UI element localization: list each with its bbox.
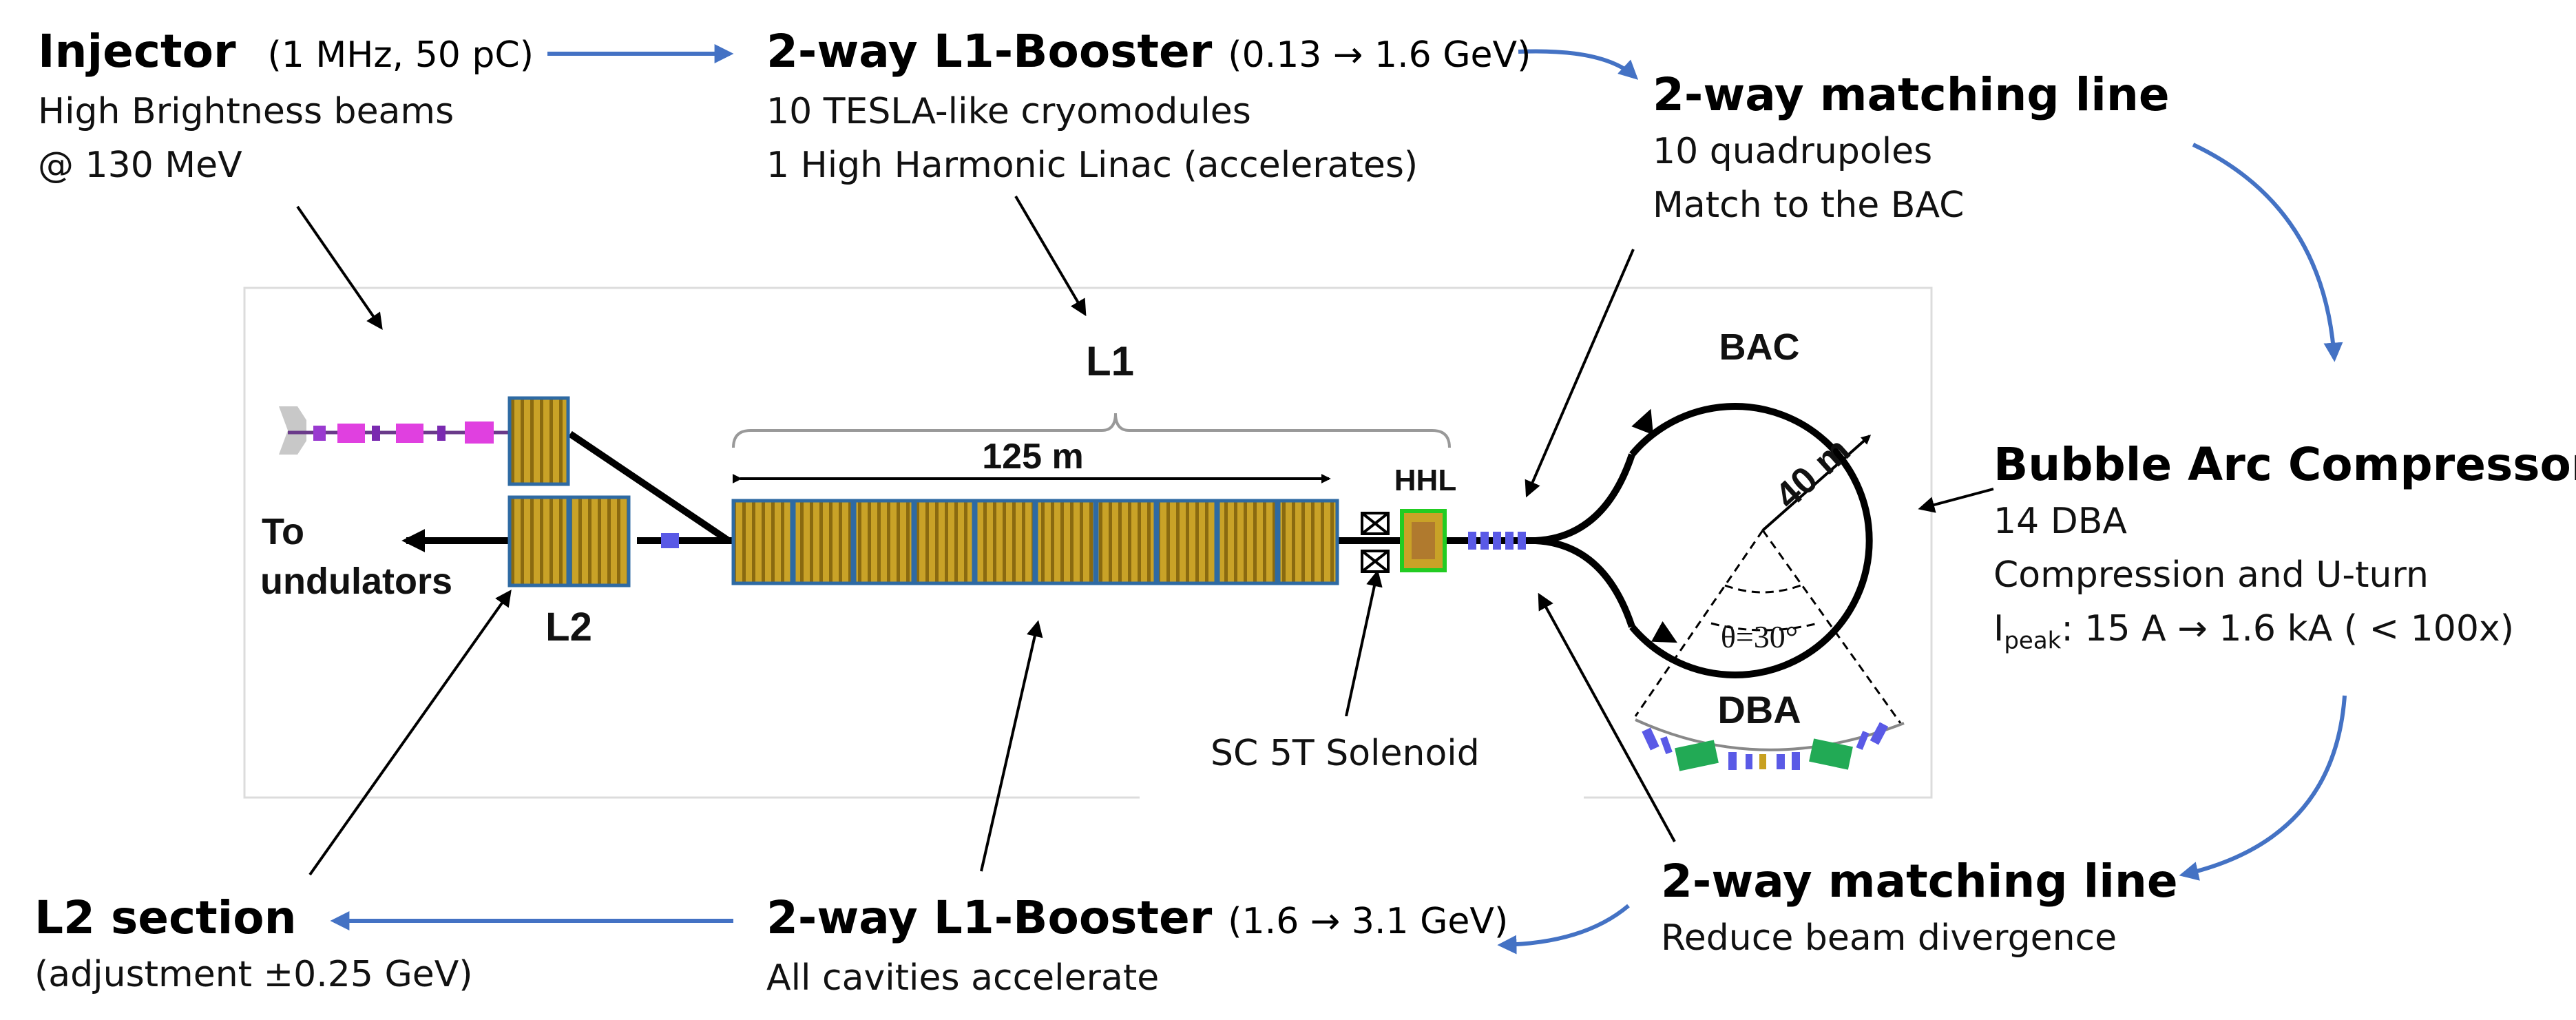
undulators-label: undulators: [260, 561, 452, 602]
pointer-l2: [308, 590, 512, 876]
pointer-matching1: [1525, 249, 1635, 498]
matching1-title: 2-way matching line: [1653, 68, 2170, 121]
pointer-matching2: [1538, 592, 1676, 842]
theta-wedge: [1634, 530, 1902, 724]
theta-label: θ=30°: [1721, 619, 1798, 654]
booster2-params: (1.6 → 3.1 GeV): [1228, 901, 1509, 942]
injector-block: Injector (1 MHz, 50 pC) High Brightness …: [38, 22, 534, 192]
matching2-block: 2-way matching line Reduce beam divergen…: [1661, 852, 2178, 965]
flow-arrow-bac-to-matching2: [2179, 695, 2347, 881]
hhl-inner: [1412, 522, 1435, 559]
booster1-line-2: 1 High Harmonic Linac (accelerates): [766, 145, 1418, 186]
flow-arrow-matching2-to-booster2: [1497, 904, 1630, 955]
flow-arrow-matching-to-bac: [2192, 143, 2343, 362]
pointer-booster2: [980, 620, 1043, 872]
booster2-line-1: All cavities accelerate: [766, 957, 1160, 999]
bac-block: Bubble Arc Compressor 14 DBA Compression…: [1993, 435, 2576, 667]
solenoid-label-box: [1140, 716, 1584, 820]
matching1-line-2: Match to the BAC: [1653, 185, 1965, 226]
injector-merge-line: [568, 430, 731, 544]
dba-cell: [1635, 718, 1905, 771]
solenoid-label: SC 5T Solenoid: [1211, 733, 1480, 774]
dba-label: DBA: [1717, 688, 1801, 731]
injector-beamline: [279, 406, 510, 455]
pointer-injector: [296, 205, 383, 330]
matching1-block: 2-way matching line 10 quadrupoles Match…: [1653, 65, 2170, 232]
l1-brace: [732, 413, 1451, 448]
matching1-line-1: 10 quadrupoles: [1653, 131, 1933, 172]
l2section-block: L2 section (adjustment ±0.25 GeV): [34, 888, 473, 1001]
length-label: 125 m: [982, 437, 1083, 477]
ipeak-symbol: I: [1993, 608, 2004, 649]
ipeak-text: : 15 A → 1.6 kA ( < 100x): [2061, 608, 2514, 649]
injector-cryomodule: [507, 396, 570, 486]
solenoid-symbols: [1361, 512, 1390, 573]
l2-label: L2: [545, 605, 592, 649]
l1-label: L1: [1086, 338, 1134, 384]
matching-quads: [1468, 532, 1526, 550]
pointer-bac: [1918, 488, 1994, 513]
ipeak-sub: peak: [2004, 627, 2062, 655]
injector-params: (1 MHz, 50 pC): [267, 34, 534, 76]
bac-ipeak: Ipeak: 15 A → 1.6 kA ( < 100x): [1993, 602, 2576, 667]
booster2-title: 2-way L1-Booster: [766, 891, 1213, 944]
booster1-block: 2-way L1-Booster (0.13 → 1.6 GeV) 10 TES…: [766, 22, 1531, 192]
booster1-line-1: 10 TESLA-like cryomodules: [766, 91, 1251, 132]
hhl-label: HHL: [1394, 464, 1456, 497]
matching2-title: 2-way matching line: [1661, 855, 2178, 908]
flow-arrow-booster-to-matching: [1518, 49, 1639, 80]
bac-line-2: Compression and U-turn: [1993, 554, 2429, 596]
bac-title: Bubble Arc Compressor: [1993, 438, 2576, 491]
radius-line: [1761, 435, 1872, 532]
bac-line-1: 14 DBA: [1993, 501, 2127, 542]
injector-line-1: High Brightness beams: [38, 91, 454, 132]
l2-cryomodules: [507, 495, 679, 587]
injector-title: Injector: [38, 25, 236, 78]
booster1-params: (0.13 → 1.6 GeV): [1228, 34, 1531, 76]
flow-arrows: [330, 44, 2347, 955]
to-label: To: [262, 511, 304, 552]
bac-label: BAC: [1719, 326, 1800, 368]
l2section-title: L2 section: [34, 891, 297, 944]
pointer-l1: [1014, 195, 1087, 317]
bac-bubble: [1535, 403, 1873, 678]
injector-line-2: @ 130 MeV: [38, 145, 242, 186]
booster1-title: 2-way L1-Booster: [766, 25, 1213, 78]
l1-cryomodules: [731, 499, 1339, 585]
pointer-solenoid: [1345, 570, 1383, 717]
booster2-block: 2-way L1-Booster (1.6 → 3.1 GeV) All cav…: [766, 888, 1508, 1005]
l2section-line-1: (adjustment ±0.25 GeV): [34, 954, 473, 995]
matching2-line-1: Reduce beam divergence: [1661, 917, 2117, 959]
pointer-arrows: [296, 195, 1994, 876]
